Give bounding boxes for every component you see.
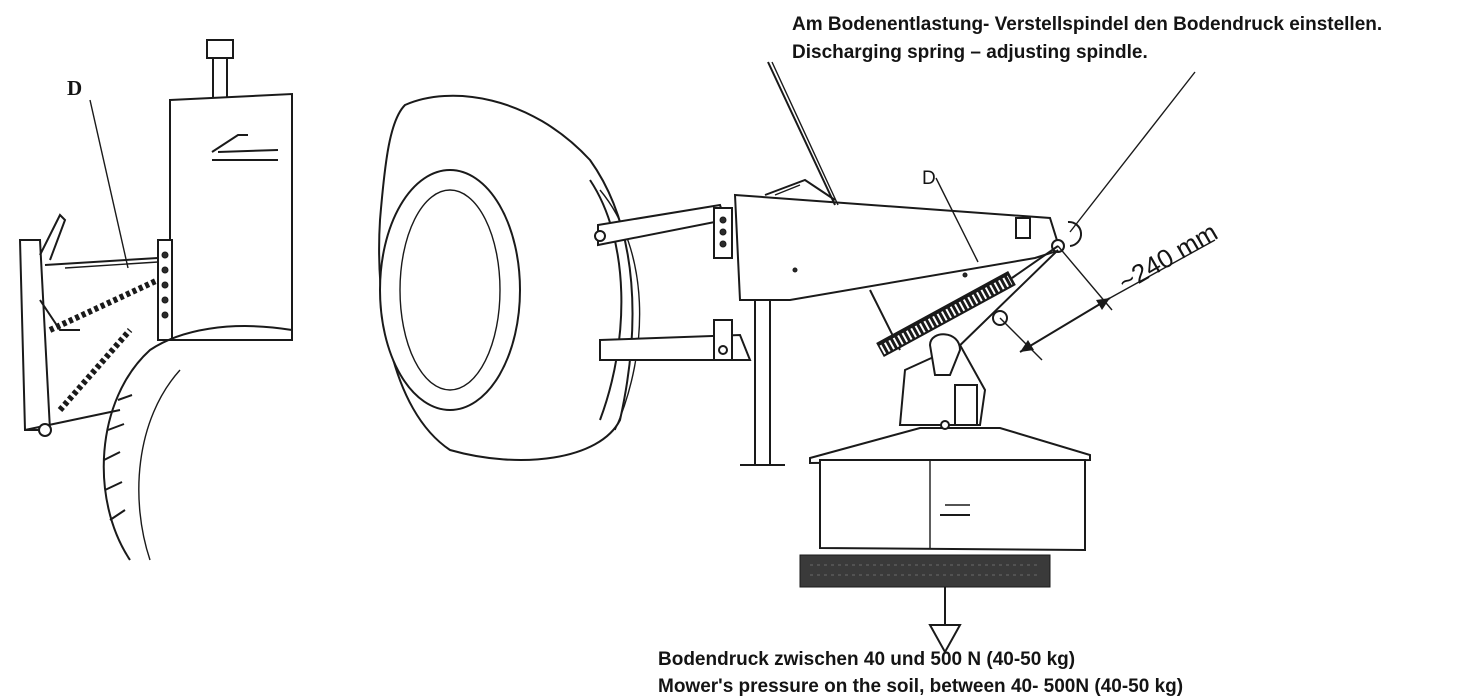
mower-frame [378,61,1065,466]
label-d-left: D [67,76,82,100]
label-d-right: D [922,168,936,189]
tractor-rear [18,39,293,561]
leader-line-d-right [935,177,979,263]
rotation-icon [1067,220,1082,247]
soil-pressure-de: Bodendruck zwischen 40 und 500 N (40-50 … [658,649,1075,670]
leader-line-d-left [89,99,129,269]
dimension-line [999,239,1216,361]
discharging-spring [876,245,1059,358]
spindle-instruction-en: Discharging spring – adjusting spindle. [792,42,1148,63]
spindle-instruction-de: Am Bodenentlastung- Verstellspindel den … [792,14,1382,35]
soil-strip [799,554,1051,588]
dimension-label: ~240 mm [1113,217,1222,298]
downward-pressure-arrow-icon [928,587,962,655]
soil-pressure-en: Mower's pressure on the soil, between 40… [658,676,1183,697]
mower-drum [809,333,1091,552]
leader-line-spindle [1069,71,1196,233]
